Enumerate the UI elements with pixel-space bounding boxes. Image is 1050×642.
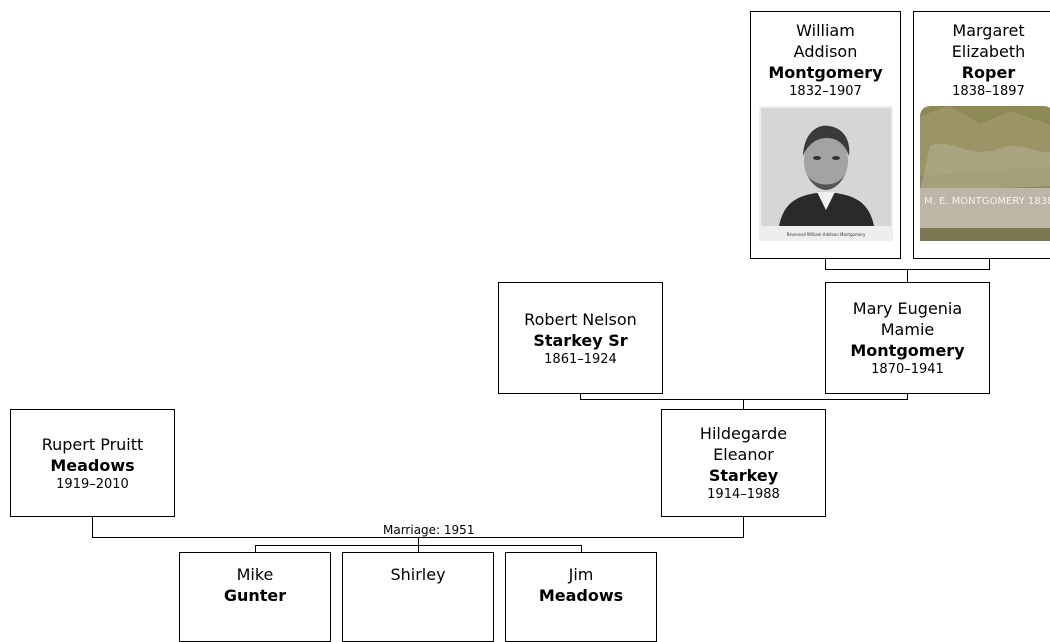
surname: Starkey bbox=[708, 466, 779, 485]
surname: Gunter bbox=[223, 586, 287, 605]
surname: Montgomery bbox=[850, 341, 965, 360]
surname: Starkey Sr bbox=[533, 330, 628, 350]
person-card-rupert-meadows[interactable]: Rupert Pruitt Meadows 1919–2010 bbox=[10, 409, 175, 517]
given-name: Rupert Pruitt bbox=[41, 434, 144, 454]
given-name: Hildegarde Eleanor bbox=[699, 424, 788, 464]
surname: Montgomery bbox=[768, 63, 883, 82]
headstone-photo: M. E. MONTGOMERY 1838 – 1897 bbox=[920, 106, 1050, 241]
given-name: Mike bbox=[236, 565, 274, 584]
life-years: 1861–1924 bbox=[544, 351, 617, 367]
life-years: 1870–1941 bbox=[871, 362, 944, 377]
person-card-hildegarde-starkey[interactable]: Hildegarde Eleanor Starkey 1914–1988 bbox=[661, 409, 826, 517]
person-card-margaret-roper[interactable]: Margaret Elizabeth Roper 1838–1897 M. E.… bbox=[913, 11, 1050, 259]
given-name: William Addison bbox=[793, 21, 858, 61]
given-name: Shirley bbox=[390, 565, 446, 584]
person-card-william-montgomery[interactable]: William Addison Montgomery 1832–1907 Rev… bbox=[750, 11, 901, 259]
marriage-label: Marriage: 1951 bbox=[381, 523, 477, 537]
given-name: Mary Eugenia Mamie bbox=[852, 299, 963, 339]
life-years: 1832–1907 bbox=[789, 84, 862, 99]
person-card-mike-gunter[interactable]: Mike Gunter bbox=[179, 552, 331, 642]
person-card-jim-meadows[interactable]: Jim Meadows bbox=[505, 552, 657, 642]
headstone-inscription: M. E. MONTGOMERY 1838 – 1897 bbox=[924, 196, 1050, 207]
surname: Meadows bbox=[538, 586, 624, 605]
given-name: Jim bbox=[568, 565, 594, 584]
person-card-mary-montgomery[interactable]: Mary Eugenia Mamie Montgomery 1870–1941 bbox=[825, 282, 990, 394]
person-card-robert-starkey[interactable]: Robert Nelson Starkey Sr 1861–1924 bbox=[498, 282, 663, 394]
surname: Meadows bbox=[50, 455, 135, 475]
life-years: 1919–2010 bbox=[56, 476, 129, 492]
person-card-shirley[interactable]: Shirley bbox=[342, 552, 494, 642]
given-name: Margaret Elizabeth bbox=[951, 21, 1026, 61]
portrait-caption: Reverend William Addison Montgomery bbox=[786, 232, 865, 237]
surname: Roper bbox=[961, 63, 1016, 82]
portrait-photo: Reverend William Addison Montgomery bbox=[758, 106, 893, 241]
life-years: 1914–1988 bbox=[707, 487, 780, 502]
given-name: Robert Nelson bbox=[524, 309, 637, 329]
life-years: 1838–1897 bbox=[952, 84, 1025, 99]
